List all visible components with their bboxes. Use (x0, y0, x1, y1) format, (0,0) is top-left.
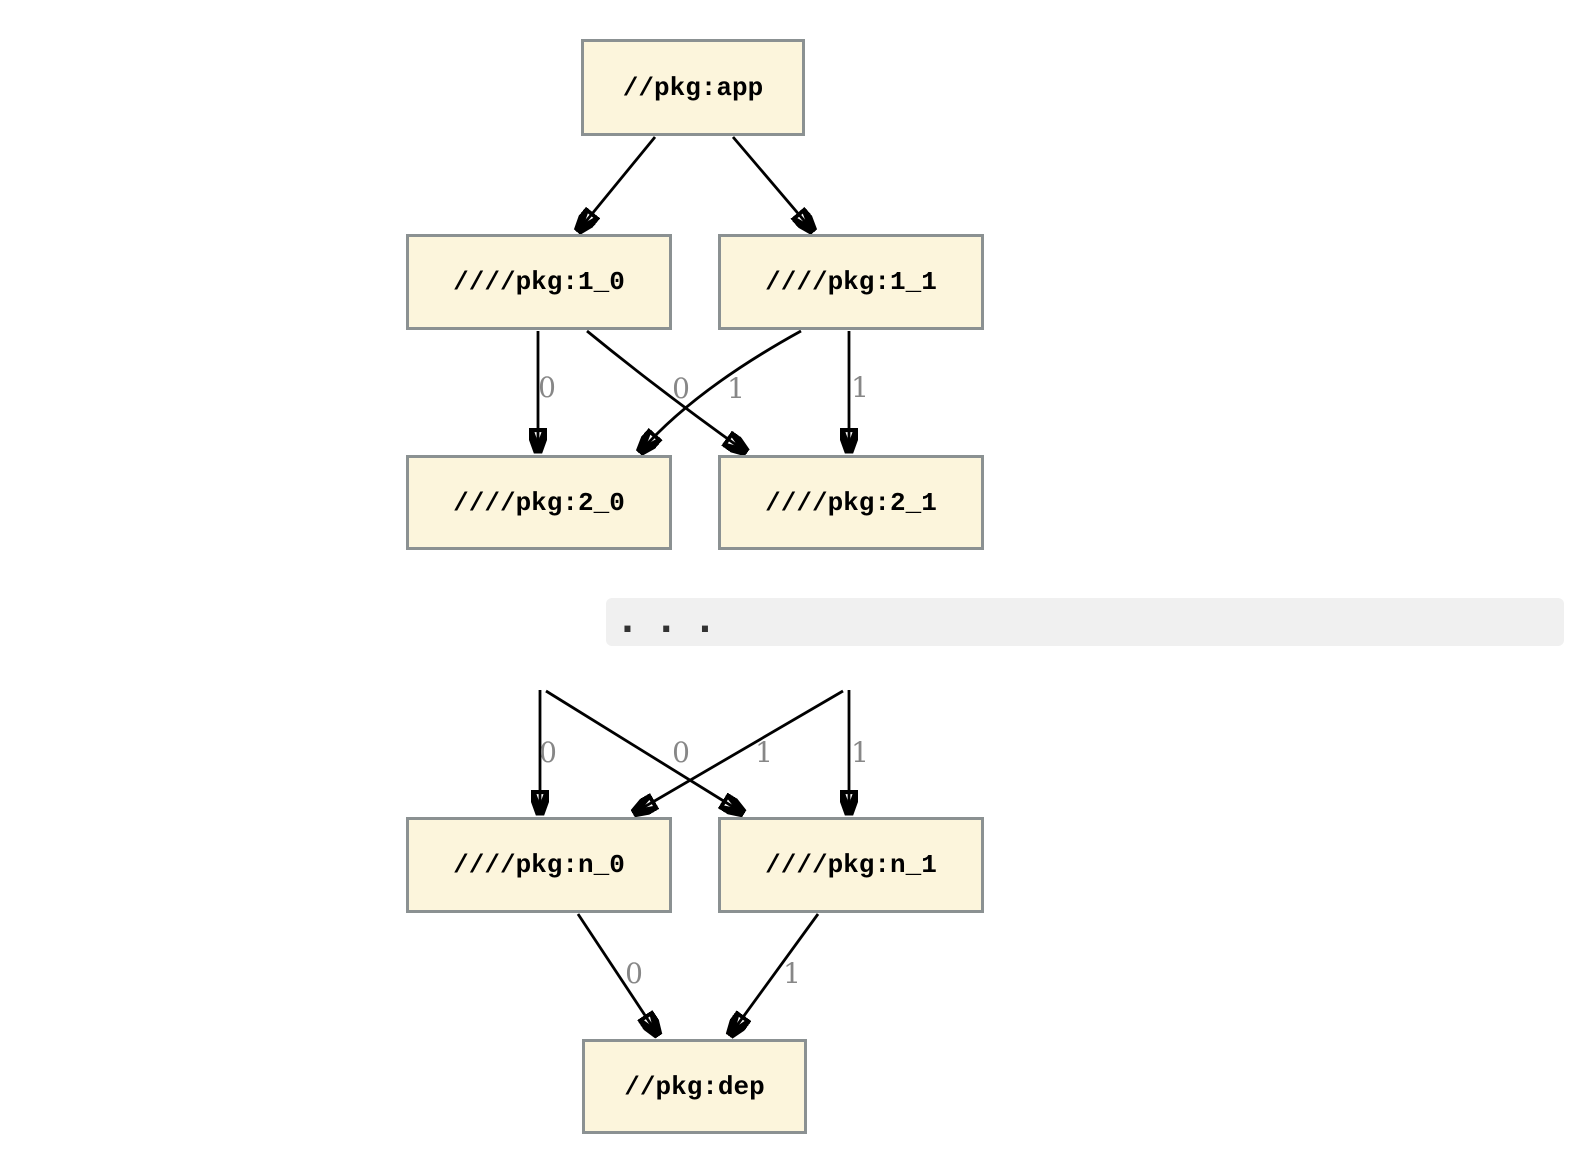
edge-label-to-n_0-cross: 0 (672, 736, 690, 769)
node-n_0: ////pkg:n_0 (406, 817, 672, 913)
edge-label-1_1-2_0: 0 (672, 372, 690, 405)
edge-n_0-to-dep (576, 913, 658, 1035)
node-n_0-label: ////pkg:n_0 (453, 850, 625, 880)
edge-label-to-n_1-cross: 1 (755, 736, 773, 769)
edge-label-n_1-dep: 1 (783, 957, 801, 990)
edge-hidden-to-n_1-cross (545, 689, 743, 813)
edge-label-1_0-2_1: 1 (727, 372, 745, 405)
edge-hidden-to-n_0-cross (634, 689, 844, 813)
edge-label-to-n_0-straight: 0 (539, 736, 557, 769)
node-n_1-label: ////pkg:n_1 (765, 850, 937, 880)
node-2_0-label: ////pkg:2_0 (453, 487, 625, 518)
edge-app-to-1_1 (731, 136, 813, 231)
edge-1_1-to-2_0 (640, 329, 802, 452)
node-dep: //pkg:dep (582, 1039, 807, 1134)
node-n_1: ////pkg:n_1 (718, 817, 984, 913)
edge-label-1_1-2_1: 1 (851, 371, 869, 404)
node-2_1-label: ////pkg:2_1 (765, 487, 937, 518)
node-1_1-label: ////pkg:1_1 (765, 267, 937, 297)
edge-1_0-to-2_1 (586, 329, 746, 452)
edge-n_1-to-dep (730, 913, 820, 1035)
edge-app-to-1_0 (578, 136, 657, 231)
node-dep-label: //pkg:dep (624, 1071, 765, 1102)
node-2_0: ////pkg:2_0 (406, 455, 672, 550)
edge-label-n_0-dep: 0 (625, 957, 643, 990)
node-app: //pkg:app (581, 39, 805, 136)
edge-label-1_0-2_0: 0 (538, 371, 556, 404)
node-1_0-label: ////pkg:1_0 (453, 267, 625, 297)
collapsed-levels-bar: . . . (606, 598, 1564, 646)
node-app-label: //pkg:app (622, 72, 764, 103)
edge-label-to-n_1-straight: 1 (851, 736, 869, 769)
node-1_1: ////pkg:1_1 (718, 234, 984, 330)
node-2_1: ////pkg:2_1 (718, 455, 984, 550)
node-1_0: ////pkg:1_0 (406, 234, 672, 330)
ellipsis-dots: . . . (621, 601, 719, 641)
